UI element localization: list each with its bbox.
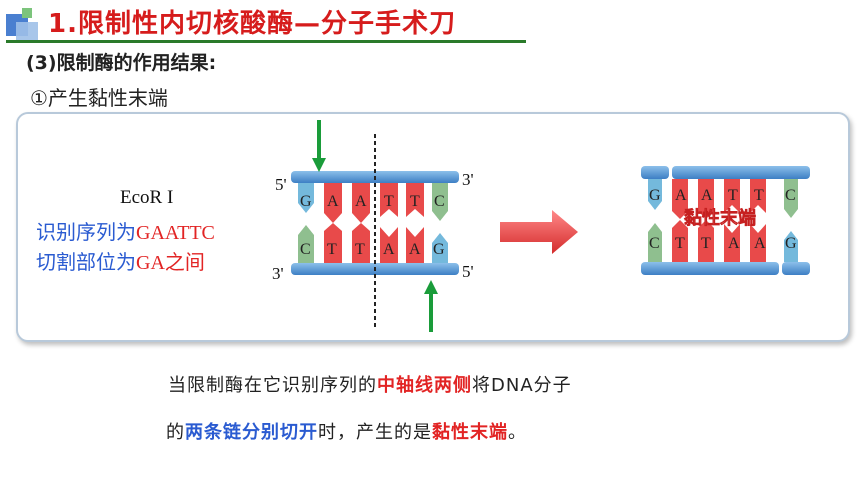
- right-arrow-icon: [500, 210, 578, 254]
- cut-fragments: [641, 166, 810, 275]
- caption-2b: 两条链分别切开: [185, 422, 318, 443]
- frag-bottom-base-1: C: [649, 235, 660, 252]
- label-5-bottom: 5': [462, 262, 474, 281]
- section-heading: (3)限制酶的作用结果:: [26, 52, 217, 74]
- subheading: ①产生黏性末端: [30, 86, 168, 110]
- cut-site: GA之间: [136, 252, 205, 274]
- cut-arrow-down-icon: [312, 120, 326, 172]
- label-3-top: 3': [462, 170, 474, 189]
- title-squares-icon: [6, 8, 38, 40]
- page-title: 1.限制性内切核酸酶—分子手术刀: [48, 9, 456, 39]
- cut-line: 切割部位为GA之间: [36, 246, 205, 275]
- base-c-bottom: [298, 225, 314, 263]
- top-bases: G A A T T C: [300, 193, 445, 210]
- enzyme-name: EcoR I: [120, 187, 174, 208]
- top-base-3: A: [355, 193, 367, 210]
- top-base-4: T: [384, 193, 394, 210]
- frag-top-base-5: T: [754, 187, 764, 204]
- sticky-end-label: 黏性末端: [684, 207, 756, 229]
- caption-line-2: 的两条链分别切开时，产生的是黏性末端。: [166, 418, 527, 444]
- caption-2d: 黏性末端: [432, 422, 508, 443]
- bottom-base-3: T: [355, 241, 365, 258]
- frag-bottom-base-4: A: [728, 235, 740, 252]
- bottom-base-6: G: [433, 241, 445, 258]
- bottom-base-2: T: [327, 241, 337, 258]
- base-a-top: [324, 183, 342, 223]
- caption-2e: 。: [508, 422, 527, 443]
- caption-1b: 中轴线两侧: [377, 375, 472, 396]
- base-c-top: [432, 183, 448, 221]
- label-5-top: 5': [275, 175, 287, 194]
- base-t-bottom: [324, 223, 342, 263]
- base-t-top: [380, 183, 398, 217]
- frag-bottom-base-2: T: [675, 235, 685, 252]
- top-base-5: T: [410, 193, 420, 210]
- recognition-line: 识别序列为GAATTC: [36, 216, 215, 245]
- recognition-label: 识别序列为: [36, 222, 136, 244]
- cut-arrow-up-icon: [424, 280, 438, 332]
- frag-top-base-4: T: [728, 187, 738, 204]
- base-g-bottom: [432, 233, 448, 263]
- base-a2-top: [352, 183, 370, 223]
- frag-top-base-1: G: [649, 187, 661, 204]
- title-underline: [6, 40, 526, 43]
- caption-1a: 当限制酶在它识别序列的: [168, 375, 377, 396]
- top-base-6: C: [434, 193, 445, 210]
- base-t2-top: [406, 183, 424, 217]
- base-a-bottom: [380, 227, 398, 263]
- top-base-1: G: [300, 193, 312, 210]
- cut-label: 切割部位为: [36, 252, 136, 274]
- frag-bottom-base-6: G: [785, 235, 797, 252]
- fragment-bases: G A A T T C C T T A A G: [649, 187, 797, 252]
- base-pairs: [298, 183, 448, 263]
- top-base-2: A: [327, 193, 339, 210]
- base-g-top: [298, 183, 314, 213]
- frag-top-base-3: A: [701, 187, 713, 204]
- frag-bottom-base-3: T: [701, 235, 711, 252]
- bottom-base-4: A: [383, 241, 395, 258]
- frag-top-base-2: A: [675, 187, 687, 204]
- base-t2-bottom: [352, 223, 370, 263]
- bottom-bases: C T T A A G: [300, 241, 445, 258]
- frag-top-base-6: C: [785, 187, 796, 204]
- label-3-bottom: 3': [272, 264, 284, 283]
- recognition-seq: GAATTC: [136, 222, 215, 244]
- bottom-base-5: A: [409, 241, 421, 258]
- frag-bottom-base-5: A: [754, 235, 766, 252]
- base-a2-bottom: [406, 227, 424, 263]
- caption-1c: 将DNA分子: [472, 375, 572, 396]
- dna-diagram: G A A T T C C T T A A G 5' 3' 3' 5': [272, 120, 810, 332]
- caption-2a: 的: [166, 422, 185, 443]
- bottom-base-1: C: [300, 241, 311, 258]
- caption-line-1: 当限制酶在它识别序列的中轴线两侧将DNA分子: [168, 371, 572, 397]
- caption-2c: 时，产生的是: [318, 422, 432, 443]
